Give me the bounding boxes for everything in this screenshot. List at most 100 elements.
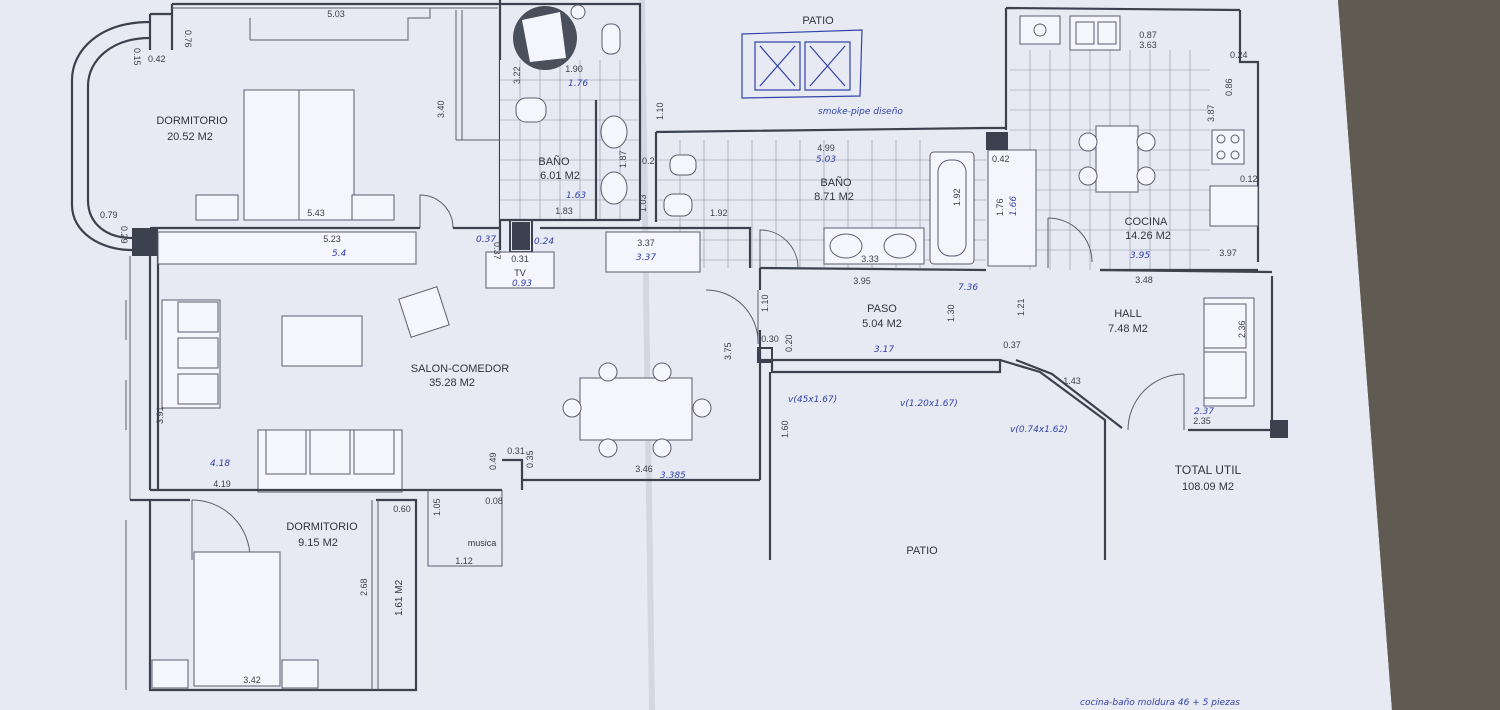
dim-419: 4.19 [213,479,231,489]
dim-143: 1.43 [1063,376,1081,386]
hand-037: 0.37 [476,235,496,245]
bano-2: BAÑO 8.71 M2 4.99 1.92 1.92 3.33 [654,126,987,272]
dim-031: 0.31 [511,254,529,264]
hall-area: 7.48 M2 [1108,323,1148,335]
dorm2-side-area: 1.61 M2 [394,579,405,616]
dim-503: 5.03 [327,9,345,19]
dim-342: 3.42 [243,675,261,685]
dim-025: 0.25 [642,156,660,166]
dim-395: 3.95 [853,276,871,286]
hall-name: HALL [1114,308,1142,320]
dorm1-name: DORMITORIO [156,115,228,127]
patio-bottom-label: PATIO [906,545,938,557]
dim-160: 1.60 [780,420,790,438]
salon-area: 35.28 M2 [429,377,475,389]
hand-166: 1.66 [1009,196,1019,216]
hand-736: 7.36 [958,283,978,293]
dim-391: 3.91 [155,406,165,424]
patio-top-label: PATIO [802,15,834,27]
dim-375: 3.75 [723,342,733,360]
dim-079: 0.79 [100,210,118,220]
dim-235: 2.35 [1193,416,1211,426]
dim-176: 1.76 [995,198,1005,216]
handwritten-notes: 5.4 1.76 1.63 0.37 0.24 0.93 3.37 5.03 1… [210,79,1240,708]
dim-348: 3.48 [1135,275,1153,285]
hand-176: 1.76 [568,79,588,89]
dorm2-name: DORMITORIO [286,521,358,533]
cocina-tiles [1010,50,1210,270]
patio-bottom: PATIO [768,372,938,560]
dim-076: 0.76 [183,30,193,48]
dim-015: 0.15 [132,48,142,66]
cocina-area: 14.26 M2 [1125,230,1171,242]
dim-060: 0.60 [393,504,411,514]
musica-label: musica [468,538,497,548]
dim-268: 2.68 [359,578,369,596]
dim-112: 1.12 [455,556,473,566]
total-label: TOTAL UTIL [1175,463,1242,477]
hand-54: 5.4 [332,249,347,259]
dim-363: 3.63 [1139,40,1157,50]
paper-shadow [1338,0,1500,710]
dim-130: 1.30 [946,304,956,322]
hand-bottom: cocina-baño moldura 46 + 5 piezas [1080,698,1240,708]
bano2-area: 8.71 M2 [814,191,854,203]
salon-comedor: SALON-COMEDOR 35.28 M2 TV 5.23 0.31 0.37… [125,226,762,500]
dim-029: 0.29 [119,226,129,244]
dim-333: 3.33 [861,254,879,264]
hand-317: 3.17 [874,345,894,355]
dim-183: 1.83 [555,206,573,216]
dim-031b: 0.31 [507,446,525,456]
dim-523: 5.23 [323,234,341,244]
patio-top: PATIO smoke-pipe diseño [741,15,903,117]
paso-name: PASO [867,303,897,315]
dim-086: 0.86 [1224,78,1234,96]
tv-label: TV [514,268,526,278]
hand-237: 2.37 [1194,407,1214,417]
dim-499: 4.99 [817,143,835,153]
dim-042: 0.42 [148,54,166,64]
dim-012: 0.12 [1240,174,1258,184]
dim-035: 0.35 [525,450,535,468]
dim-190: 1.90 [565,64,583,74]
hand-smoke: smoke-pipe diseño [818,107,903,117]
dim-037: 0.37 [492,242,502,260]
dim-024: 0.24 [1230,50,1248,60]
dim-337: 3.37 [637,238,655,248]
dim-121: 1.21 [1016,298,1026,316]
bano-1: BAÑO 6.01 M2 3.22 1.90 1.83 1.10 1.87 1.… [500,2,665,253]
dim-105: 1.05 [432,498,442,516]
hand-3385: 3.385 [660,471,686,481]
dim-346: 3.46 [635,464,653,474]
paso-hall: PASO 5.04 M2 HALL 7.48 M2 3.95 3.48 1.10… [757,268,1288,560]
dim-020: 0.20 [784,334,794,352]
hand-v2: v(1.20x1.67) [900,399,958,409]
bano1-area: 6.01 M2 [540,170,580,182]
total-value: 108.09 M2 [1182,481,1234,493]
bano1-name: BAÑO [538,155,570,168]
dim-322: 3.22 [512,66,522,84]
hand-418: 4.18 [210,459,230,469]
dormitorio-2: DORMITORIO 9.15 M2 1.61 M2 musica 0.60 1… [125,490,503,692]
dim-087: 0.87 [1139,30,1157,40]
hand-024: 0.24 [534,237,554,247]
dim-192a: 1.92 [952,188,962,206]
dim-110: 1.10 [655,102,665,120]
dim-008: 0.08 [485,496,503,506]
hand-v3: v(0.74x1.62) [1010,425,1068,435]
dim-387: 3.87 [1206,104,1216,122]
dim-030: 0.30 [761,334,779,344]
dim-543: 5.43 [307,208,325,218]
dim-340: 3.40 [436,100,446,118]
dim-397: 3.97 [1219,248,1237,258]
cocina: COCINA 14.26 M2 3.63 0.87 0.24 0.86 3.87… [986,6,1260,272]
dim-187: 1.87 [618,150,628,168]
hand-337: 3.37 [636,253,656,263]
paper-fold [639,0,655,710]
dorm2-area: 9.15 M2 [298,537,338,549]
dim-042b: 0.42 [992,154,1010,164]
dim-192b: 1.92 [710,208,728,218]
hand-tv: 0.93 [512,279,532,289]
hand-503: 5.03 [816,155,836,165]
dormitorio-1: DORMITORIO 20.52 M2 5.03 0.76 0.42 0.15 … [70,0,502,256]
